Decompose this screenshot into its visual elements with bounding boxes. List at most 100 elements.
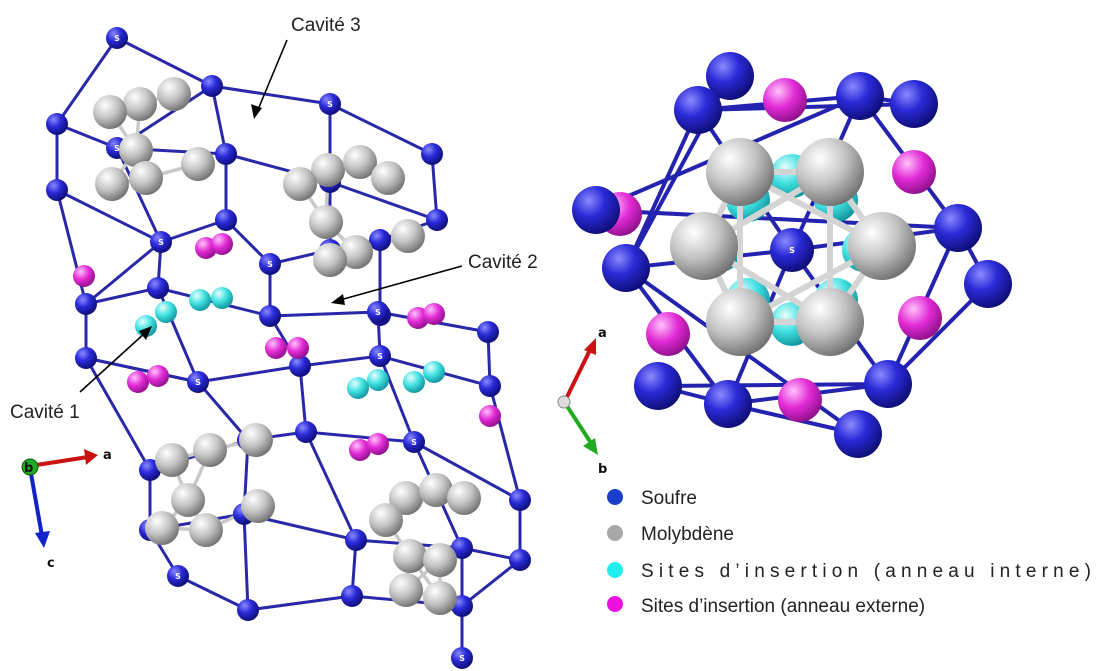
structure-top-view: S bbox=[572, 52, 1012, 458]
molybdenum-atom bbox=[371, 161, 405, 195]
sulfur-atom: S bbox=[403, 431, 425, 453]
sulfur-atom bbox=[479, 375, 501, 397]
molybdenum-atom bbox=[189, 513, 223, 547]
molybdenum-atom bbox=[423, 581, 457, 615]
sulfur-bond bbox=[55, 36, 119, 126]
axis-a-arrowhead bbox=[84, 449, 98, 465]
cavity3-label: Cavité 3 bbox=[291, 15, 361, 36]
molybdenum-atom bbox=[119, 133, 153, 167]
sulfur-atom: S bbox=[150, 231, 172, 253]
sulfur-atom bbox=[602, 244, 650, 292]
axis-a-arrow-right bbox=[563, 349, 592, 402]
molybdenum-atom bbox=[123, 87, 157, 121]
axis-a-arrowhead-right bbox=[584, 338, 596, 355]
sulfur-atom-label: S bbox=[375, 308, 381, 317]
axis-b-marker bbox=[21, 458, 39, 476]
molybdenum-atom bbox=[339, 235, 373, 269]
molybdenum-atom bbox=[796, 288, 864, 356]
sulfur-bond bbox=[378, 354, 416, 444]
molybdenum-atom bbox=[419, 473, 453, 507]
molybdenum-atom bbox=[393, 539, 427, 573]
sulfur-atom: S bbox=[187, 371, 209, 393]
cavity-annotations: Cavité 3 Cavité 2 Cavité 1 bbox=[10, 15, 538, 423]
sulfur-bond bbox=[298, 354, 382, 368]
sulfur-atom bbox=[421, 143, 443, 165]
sulfur-bond bbox=[246, 594, 354, 612]
sulfur-atom bbox=[836, 72, 884, 120]
cavity1-arrow bbox=[79, 331, 147, 393]
sulfur-atom-label: S bbox=[459, 654, 465, 663]
axis-a-arrow bbox=[29, 455, 89, 468]
sulfur-atom: S bbox=[367, 301, 389, 323]
sulfur-bond bbox=[430, 152, 439, 222]
axis-b-arrow-right bbox=[563, 401, 593, 445]
sulfur-bond bbox=[328, 180, 439, 222]
outer-insertion-site bbox=[646, 312, 690, 356]
sulfur-bond bbox=[210, 84, 332, 106]
sulfur-atom: S bbox=[451, 647, 473, 669]
sulfur-bond bbox=[268, 310, 380, 318]
sulfur-atom bbox=[259, 305, 281, 327]
outer-insertion-site bbox=[367, 433, 389, 455]
outer-insertion-site bbox=[127, 371, 149, 393]
inner-insertion-site bbox=[211, 287, 233, 309]
axis-triad-right: a b bbox=[557, 326, 607, 477]
sulfur-atom bbox=[451, 537, 473, 559]
sulfur-atom bbox=[201, 75, 223, 97]
sulfur-bond bbox=[304, 430, 416, 444]
outer-insertion-site bbox=[211, 233, 233, 255]
axis-b-label: b bbox=[24, 461, 33, 476]
sulfur-atom bbox=[890, 80, 938, 128]
molybdenum-atom bbox=[389, 481, 423, 515]
sulfur-bond bbox=[84, 356, 200, 384]
outer-insertion-site bbox=[423, 303, 445, 325]
cavity2-arrow bbox=[339, 265, 463, 301]
sulfur-atom bbox=[426, 209, 448, 231]
cavity3-arrow bbox=[256, 39, 288, 113]
sulfur-atom: S bbox=[106, 27, 128, 49]
sulfur-atom bbox=[147, 277, 169, 299]
sulfur-atom-label: S bbox=[114, 34, 120, 43]
legend-label-sulfur: Soufre bbox=[641, 488, 697, 509]
cavity2-label: Cavité 2 bbox=[468, 252, 538, 273]
molybdenum-atom bbox=[369, 503, 403, 537]
molybdenum-atom bbox=[241, 489, 275, 523]
inner-insertion-site bbox=[189, 289, 211, 311]
sulfur-atom bbox=[345, 529, 367, 551]
molybdenum-atom bbox=[670, 212, 738, 280]
sulfur-atom bbox=[295, 421, 317, 443]
sulfur-bond bbox=[176, 574, 250, 612]
molybdenum-atom bbox=[145, 511, 179, 545]
top-view-sulfur-bond bbox=[656, 382, 890, 388]
sulfur-bond bbox=[298, 364, 308, 434]
molybdenum-atom bbox=[848, 212, 916, 280]
outer-insertion-site bbox=[287, 337, 309, 359]
sulfur-atom bbox=[509, 489, 531, 511]
sulfur-atom bbox=[509, 549, 531, 571]
molybdenum-atom bbox=[391, 219, 425, 253]
outer-insertion-site bbox=[479, 405, 501, 427]
axis-triad-left: a c b bbox=[21, 448, 112, 571]
sulfur-atom: S bbox=[167, 565, 189, 587]
cavity1-label: Cavité 1 bbox=[10, 402, 80, 423]
legend-swatch-outer-site bbox=[607, 596, 623, 612]
sulfur-atom bbox=[75, 347, 97, 369]
top-view-atoms: S bbox=[572, 52, 1012, 458]
sulfur-bond bbox=[304, 430, 358, 542]
sulfur-atom bbox=[46, 179, 68, 201]
sulfur-atom bbox=[864, 360, 912, 408]
cavity1-arrowhead bbox=[139, 326, 152, 340]
legend: Soufre Molybdène Sites d’insertion (anne… bbox=[607, 488, 1091, 617]
sulfur-bond bbox=[84, 286, 160, 306]
sulfur-bond bbox=[196, 364, 302, 384]
outer-insertion-site bbox=[147, 365, 169, 387]
sulfur-atom bbox=[934, 204, 982, 252]
molybdenum-atom bbox=[447, 481, 481, 515]
axis-a-label-right: a bbox=[598, 326, 607, 341]
molybdenum-atom bbox=[181, 147, 215, 181]
sulfur-atom bbox=[341, 585, 363, 607]
sulfur-bond bbox=[115, 36, 214, 88]
sulfur-atom bbox=[75, 293, 97, 315]
